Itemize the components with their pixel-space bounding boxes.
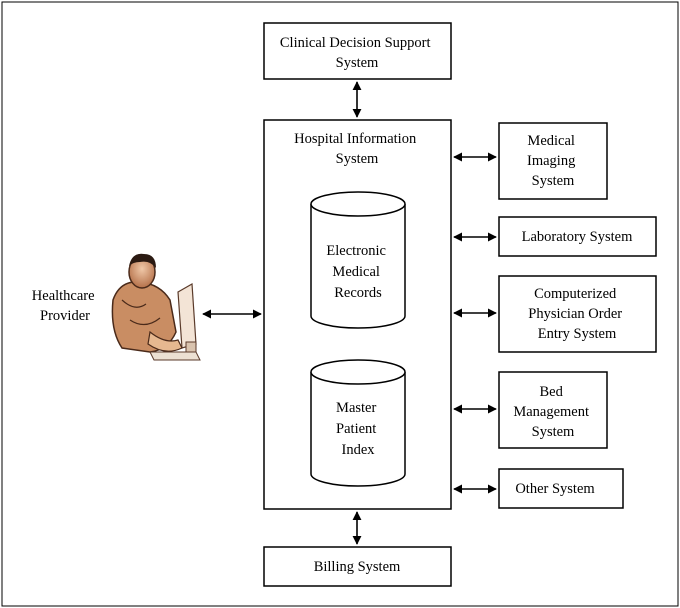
laboratory-system-box [498,216,657,257]
cpoe-label: Computerized Physician Order Entry Syste… [528,286,625,342]
billing-system-box [263,546,452,587]
electronic-medical-records-cylinder [310,191,406,329]
healthcare-provider-icon [111,253,201,361]
laboratory-system-label: Laboratory System [522,229,633,245]
billing-system-label: Billing System [314,559,401,575]
bed-management-label: Bed Management System [513,384,592,440]
clinical-decision-support-label: Clinical Decision Support System [280,35,434,71]
master-patient-index-label: Master Patient Index [336,400,380,458]
master-patient-index-cylinder [310,359,406,487]
other-system-box [498,468,624,509]
electronic-medical-records-label: Electronic Medical Records [326,243,389,301]
hospital-information-system-label: Hospital Information System [294,131,420,167]
healthcare-provider-label: Healthcare Provider [32,288,98,324]
other-system-label: Other System [515,481,595,497]
medical-imaging-box [498,122,608,200]
bed-management-box [498,371,608,449]
clinical-decision-support-box [263,22,452,80]
medical-imaging-label: Medical Imaging System [527,133,579,189]
cpoe-box [498,275,657,353]
